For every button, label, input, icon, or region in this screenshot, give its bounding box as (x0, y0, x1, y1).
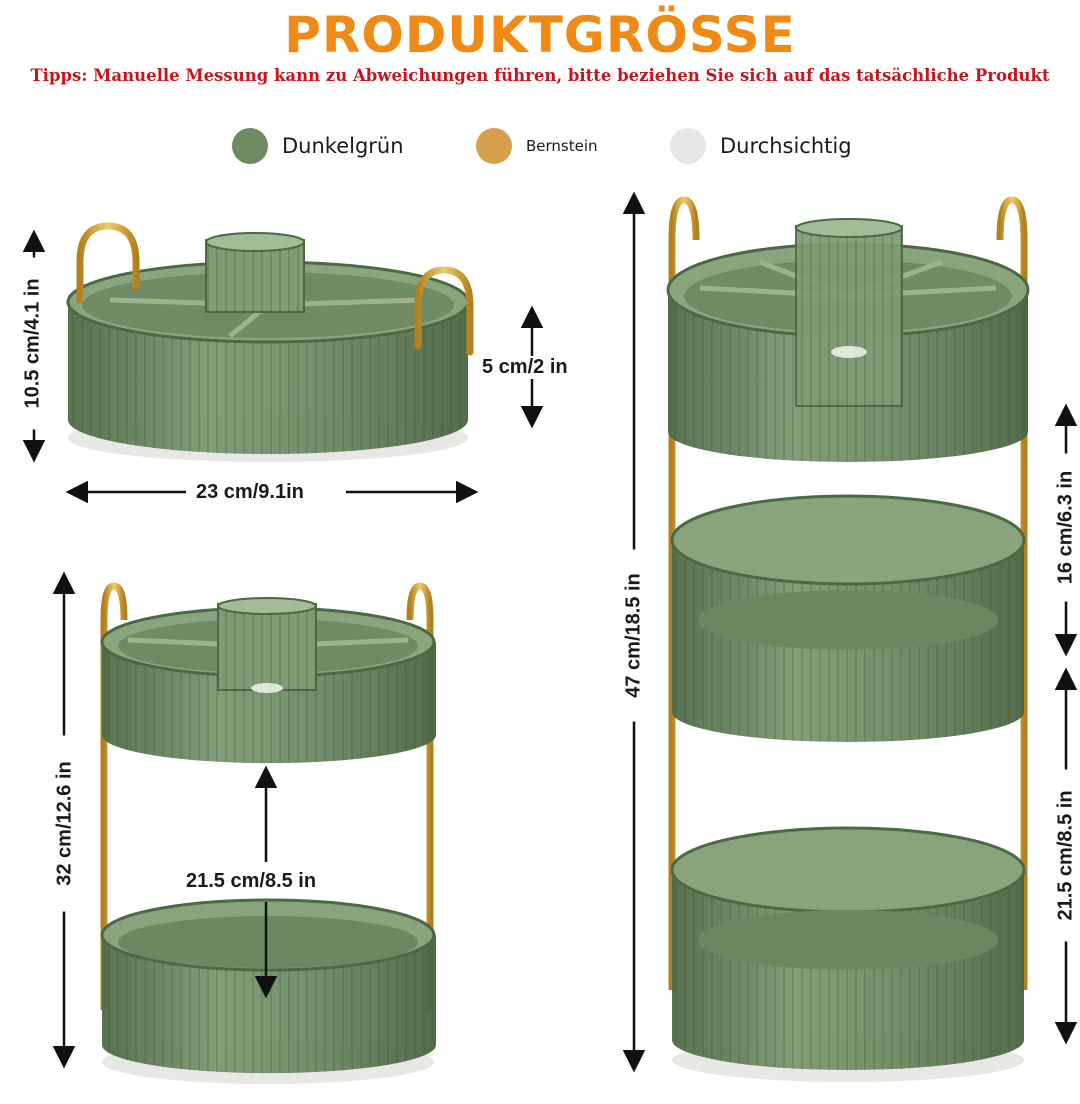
color-swatch-green (232, 128, 268, 164)
triple-tier-organizer (666, 196, 1030, 1082)
dim-double-gap: 21.5 cm/8.5 in (186, 870, 317, 892)
dim-double-height: 32 cm/12.6 in (53, 735, 77, 912)
dim-single-height: 10.5 cm/4.1 in (21, 257, 45, 430)
legend-item-clear: Durchsichtig (670, 126, 852, 166)
double-tier-organizer (100, 582, 437, 1084)
legend-label-amber: Bernstein (526, 137, 598, 155)
measurement-tip: Tipps: Manuelle Messung kann zu Abweichu… (30, 66, 1050, 85)
page-title: PRODUKTGRÖSSE (284, 6, 796, 64)
color-swatch-amber (476, 128, 512, 164)
dim-single-width: 23 cm/9.1in (196, 481, 304, 503)
dim-triple-gap-top: 16 cm/6.3 in (1054, 453, 1078, 602)
dim-single-depth: 5 cm/2 in (480, 356, 570, 379)
dim-triple-height: 47 cm/18.5 in (622, 549, 646, 722)
dim-triple-gap-bottom: 21.5 cm/8.5 in (1054, 769, 1078, 942)
legend-label-clear: Durchsichtig (720, 134, 852, 158)
legend-item-green: Dunkelgrün (232, 126, 404, 166)
legend-label-green: Dunkelgrün (282, 134, 404, 158)
single-tier-organizer (66, 222, 474, 462)
color-swatch-clear (670, 128, 706, 164)
legend-item-amber: Bernstein (476, 126, 598, 166)
